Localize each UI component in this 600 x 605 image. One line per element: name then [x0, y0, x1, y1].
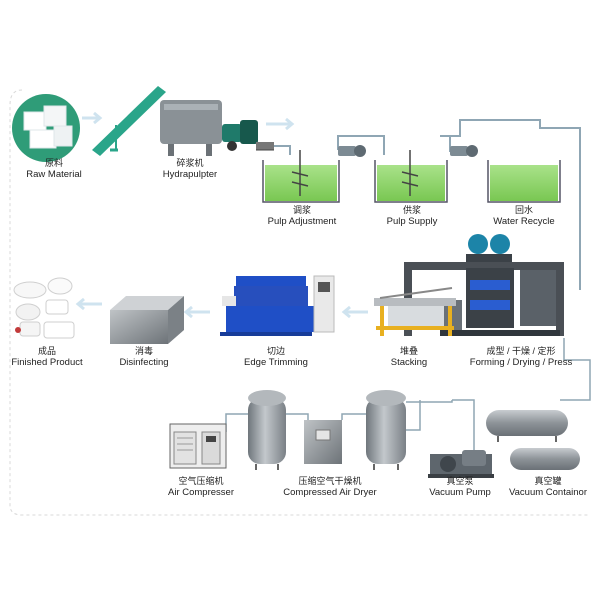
stacking-machine: [374, 287, 456, 336]
label-edge-trimming-en: Edge Trimming: [244, 357, 308, 368]
label-finished-product-zh: 成品: [37, 346, 56, 356]
label-finished-product: 成品 Finished Product: [4, 346, 90, 368]
dashed-boundary: [9, 89, 588, 516]
label-raw-material: 原料 Raw Material: [14, 158, 94, 180]
label-water-recycle-zh: 回水: [514, 205, 533, 215]
label-air-dryer: 压缩空气干燥机 Compressed Air Dryer: [272, 476, 388, 498]
label-hydrapulpter-en: Hydrapulpter: [162, 169, 218, 180]
compressed-air-dryer-machine: [304, 420, 342, 464]
vacuum-container-tanks: [486, 410, 580, 470]
disinfecting-unit: [110, 296, 184, 344]
air-compressor-machine: [169, 423, 227, 469]
label-disinfecting-zh: 消毒: [134, 346, 153, 356]
label-raw-material-en: Raw Material: [26, 169, 82, 180]
label-forming-en: Forming / Drying / Press: [469, 357, 573, 368]
pulp-adjustment-pool: [262, 150, 340, 203]
label-forming-zh: 成型 / 干燥 / 定形: [486, 346, 556, 356]
water-recycle-pool: [487, 160, 561, 203]
label-air-compressor: 空气压缩机 Air Compresser: [156, 476, 246, 498]
label-air-compressor-en: Air Compresser: [168, 487, 234, 498]
label-water-recycle: 回水 Water Recycle: [484, 205, 564, 227]
edge-trimming-machine: [220, 275, 335, 336]
label-disinfecting: 消毒 Disinfecting: [104, 346, 184, 368]
label-stacking-en: Stacking: [390, 357, 428, 368]
label-edge-trimming: 切边 Edge Trimming: [236, 346, 316, 368]
label-vacuum-container: 真空罐 Vacuum Containor: [500, 476, 596, 498]
label-vacuum-pump-en: Vacuum Pump: [429, 487, 491, 498]
label-forming: 成型 / 干燥 / 定形 Forming / Drying / Press: [456, 346, 586, 368]
label-air-compressor-zh: 空气压缩机: [178, 476, 224, 486]
pulp-piping: [274, 119, 581, 290]
raw-material-image: [12, 94, 80, 162]
label-pulp-adjustment: 调浆 Pulp Adjustment: [262, 205, 342, 227]
label-vacuum-container-en: Vacuum Containor: [509, 487, 587, 498]
finished-product-image: [13, 277, 75, 339]
pump-icon: [338, 145, 366, 157]
flow-arrow-2: [266, 117, 295, 131]
air-storage-tank: [366, 390, 406, 470]
flow-arrow-3: [341, 305, 368, 319]
label-vacuum-pump-zh: 真空泵: [446, 476, 474, 486]
label-edge-trimming-zh: 切边: [266, 346, 285, 356]
pulp-supply-pool: [374, 150, 448, 203]
label-pulp-supply: 供浆 Pulp Supply: [372, 205, 452, 227]
label-stacking-zh: 堆叠: [399, 346, 418, 356]
label-vacuum-container-zh: 真空罐: [534, 476, 562, 486]
hydrapulpter-machine: [92, 86, 274, 156]
label-vacuum-pump: 真空泵 Vacuum Pump: [418, 476, 502, 498]
label-stacking: 堆叠 Stacking: [374, 346, 444, 368]
label-pulp-adjustment-zh: 调浆: [292, 205, 311, 215]
pump-icon: [450, 145, 478, 157]
label-pulp-supply-zh: 供浆: [402, 205, 421, 215]
label-pulp-supply-en: Pulp Supply: [386, 216, 438, 227]
label-disinfecting-en: Disinfecting: [119, 357, 169, 368]
air-receiver-tank: [248, 390, 286, 470]
vacuum-pump-machine: [428, 450, 494, 478]
air-vacuum-piping: [225, 338, 591, 460]
label-raw-material-zh: 原料: [44, 158, 63, 168]
label-air-dryer-zh: 压缩空气干燥机: [298, 476, 362, 486]
label-water-recycle-en: Water Recycle: [493, 216, 555, 227]
flow-arrow-1: [82, 111, 103, 125]
label-hydrapulpter-zh: 碎浆机: [176, 158, 204, 168]
label-finished-product-en: Finished Product: [11, 357, 83, 368]
label-pulp-adjustment-en: Pulp Adjustment: [267, 216, 337, 227]
label-hydrapulpter: 碎浆机 Hydrapulpter: [150, 158, 230, 180]
flow-arrow-5: [75, 297, 102, 311]
flow-arrow-4: [183, 305, 210, 319]
label-air-dryer-en: Compressed Air Dryer: [283, 487, 377, 498]
